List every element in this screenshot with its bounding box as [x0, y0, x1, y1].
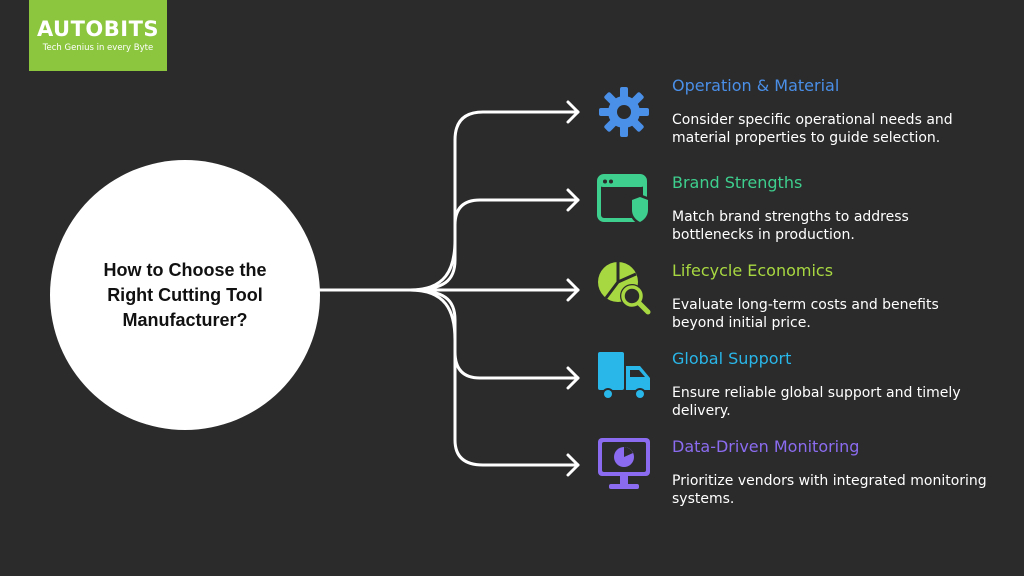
logo-tagline: Tech Genius in every Byte — [42, 42, 154, 53]
item-desc-brand-strengths: Match brand strengths to address bottlen… — [672, 209, 909, 243]
item-desc-lifecycle-economics: Evaluate long-term costs and benefits be… — [672, 297, 939, 331]
item-title-data-driven-monitoring: Data-Driven Monitoring — [672, 437, 860, 456]
logo-brand: AUTOBITS — [36, 16, 160, 41]
delivery-truck-icon — [598, 352, 650, 400]
monitor-chart-icon — [598, 438, 650, 489]
pie-chart-search-icon — [598, 262, 651, 315]
browser-shield-icon — [597, 174, 650, 225]
item-title-operation-material: Operation & Material — [672, 76, 840, 95]
item-desc-data-driven-monitoring: Prioritize vendors with integrated monit… — [672, 473, 987, 507]
item-title-global-support: Global Support — [672, 349, 792, 368]
arrow-head-5 — [566, 453, 580, 477]
branch-2 — [408, 198, 580, 292]
arrow-head-1 — [566, 100, 580, 124]
arrow-head-4 — [566, 366, 580, 390]
item-desc-operation-material: Consider specific operational needs and … — [672, 112, 953, 146]
item-desc-global-support: Ensure reliable global support and timel… — [672, 385, 961, 419]
branch-5 — [408, 288, 580, 467]
center-title: How to Choose the Right Cutting Tool Man… — [103, 259, 267, 330]
autobits-logo: AUTOBITS Tech Genius in every Byte — [29, 0, 167, 71]
center-circle: How to Choose the Right Cutting Tool Man… — [50, 160, 320, 430]
item-title-brand-strengths: Brand Strengths — [672, 173, 803, 192]
arrow-head-2 — [566, 188, 580, 212]
item-title-lifecycle-economics: Lifecycle Economics — [672, 261, 834, 280]
branch-4 — [408, 288, 580, 380]
gear-icon — [599, 87, 649, 137]
arrow-head-3 — [566, 278, 580, 302]
